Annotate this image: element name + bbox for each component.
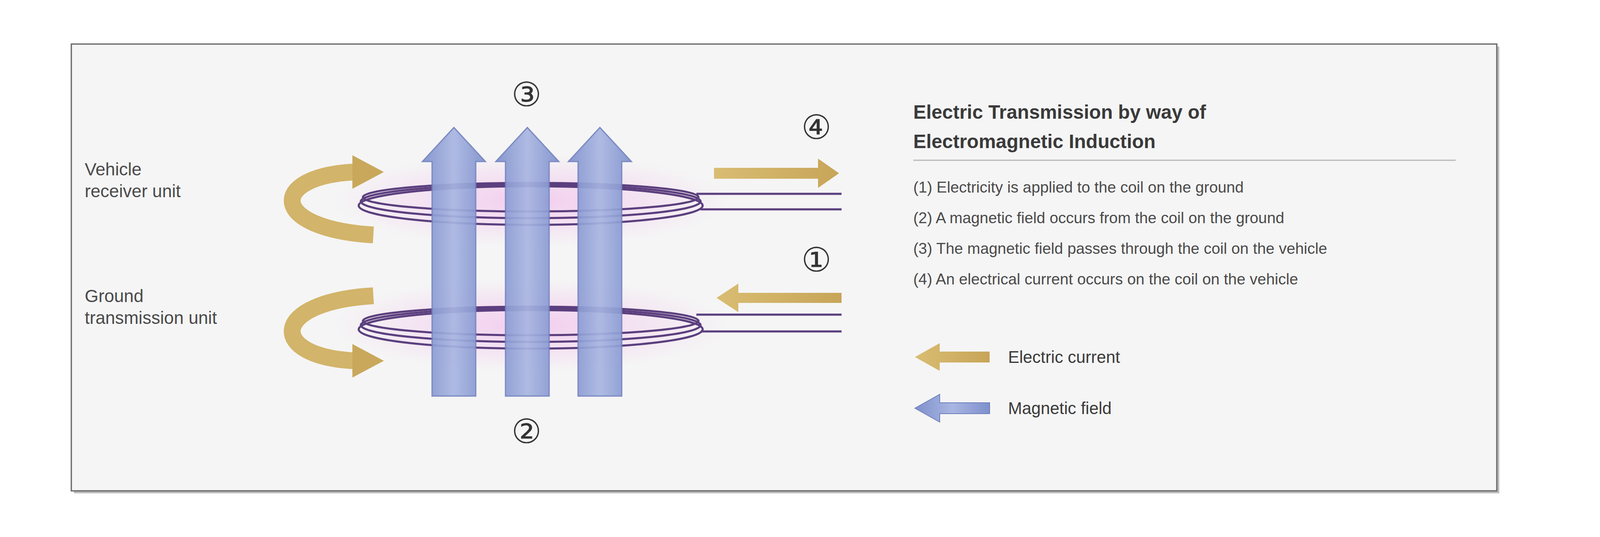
- callout-number: ②: [511, 411, 542, 452]
- legend-text: Electric current: [1008, 346, 1121, 368]
- step-note: (2) A magnetic field occurs from the coi…: [913, 208, 1285, 228]
- callout-number: ④: [801, 107, 832, 148]
- heading: Electric Transmission by way of Electrom…: [913, 97, 1333, 157]
- part-label: Ground transmission unit: [84, 285, 236, 329]
- callout-number: ③: [511, 74, 542, 115]
- heading-rule: [913, 159, 1456, 162]
- magnetic-field-arrows: [422, 127, 632, 397]
- step-note: (4) An electrical current occurs on the …: [913, 270, 1298, 289]
- legend-field-sample: [914, 394, 990, 423]
- step-note: (3) The magnetic field passes through th…: [913, 239, 1328, 258]
- current-arrows: [714, 158, 842, 313]
- panel: [71, 44, 1497, 491]
- circulating-current-arrows: [291, 155, 384, 378]
- step-note: (1) Electricity is applied to the coil o…: [913, 178, 1244, 197]
- part-label: Vehicle receiver unit: [84, 158, 194, 203]
- callout-number: ①: [801, 239, 832, 281]
- legend-current-sample: [914, 343, 990, 371]
- legend-text: Magnetic field: [1008, 398, 1112, 419]
